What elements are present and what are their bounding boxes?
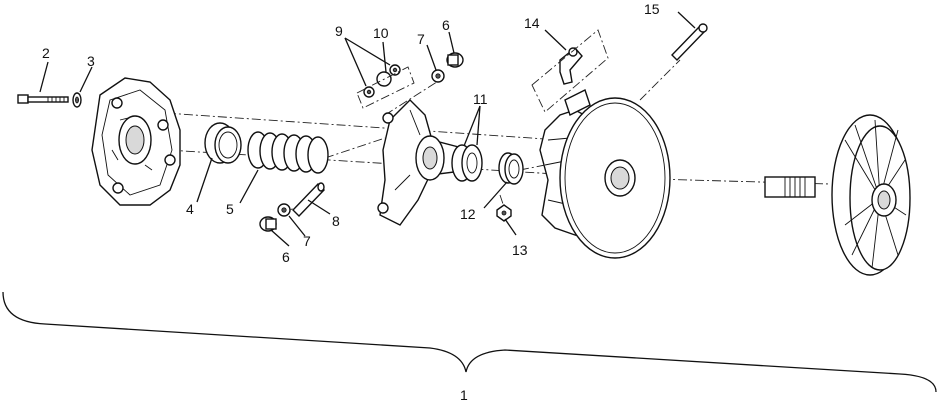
roller-part-10 xyxy=(376,64,401,87)
roller-part-6-lower xyxy=(259,216,277,232)
callout-8: 8 xyxy=(332,213,340,229)
washer-part-3 xyxy=(72,92,82,108)
spring-part-5 xyxy=(247,131,329,174)
bushing-part-4 xyxy=(204,122,242,164)
callout-14: 14 xyxy=(524,15,540,31)
moveable-sheave xyxy=(539,89,671,259)
clutch-cover xyxy=(91,77,181,206)
bracket-outline-9-10 xyxy=(356,66,415,109)
fixed-sheave-shaft xyxy=(764,114,911,276)
roller-part-6-upper xyxy=(446,52,464,68)
callout-1: 1 xyxy=(460,387,468,403)
callout-4: 4 xyxy=(186,201,194,217)
callout-6-upper: 6 xyxy=(442,17,450,33)
bolt-part-2 xyxy=(17,94,69,104)
clutch-spider xyxy=(377,99,471,226)
nut-part-7-upper xyxy=(431,69,445,83)
ring-part-12 xyxy=(498,152,524,185)
callout-7-lower: 7 xyxy=(303,233,311,249)
callout-labels: 1 2 3 4 5 6 6 7 7 8 9 10 11 12 13 14 15 xyxy=(42,1,660,403)
callout-13: 13 xyxy=(512,242,528,258)
callout-15: 15 xyxy=(644,1,660,17)
callout-3: 3 xyxy=(87,53,95,69)
callout-6-lower: 6 xyxy=(282,249,290,265)
washer-part-9 xyxy=(363,86,375,98)
nut-part-7-lower xyxy=(277,203,291,217)
nut-part-13 xyxy=(496,204,512,222)
callout-2: 2 xyxy=(42,45,50,61)
leader-lines xyxy=(39,11,696,247)
bearing-part-11 xyxy=(451,144,483,182)
callout-5: 5 xyxy=(226,201,234,217)
weight-part-14 xyxy=(531,29,609,113)
pin-part-8 xyxy=(292,182,325,217)
assembly-bracket xyxy=(2,291,937,393)
callout-7-upper: 7 xyxy=(417,31,425,47)
callout-10: 10 xyxy=(373,25,389,41)
callout-11: 11 xyxy=(473,91,488,107)
pin-part-15 xyxy=(671,23,708,61)
callout-9: 9 xyxy=(335,23,343,39)
callout-12: 12 xyxy=(460,206,476,222)
